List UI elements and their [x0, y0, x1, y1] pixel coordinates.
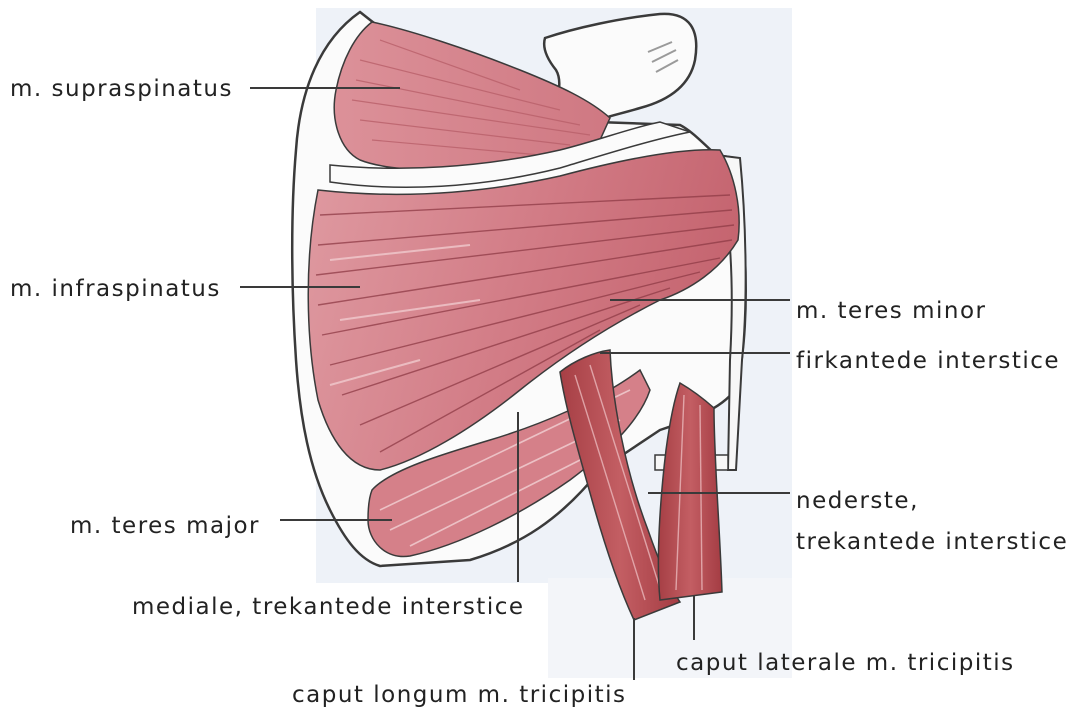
- label-triangular-space: mediale, trekantede interstice: [132, 594, 525, 620]
- label-supraspinatus: m. supraspinatus: [10, 76, 233, 102]
- label-triangular-interval-line1: nederste,: [796, 488, 919, 514]
- label-teres-minor: m. teres minor: [796, 298, 987, 324]
- label-triangular-interval-line2: trekantede interstice: [796, 529, 1068, 555]
- label-quadrangular-space: firkantede interstice: [796, 348, 1060, 374]
- label-teres-major: m. teres major: [70, 513, 260, 539]
- label-lateral-head: caput laterale m. tricipitis: [676, 650, 1015, 676]
- label-long-head: caput longum m. tricipitis: [292, 682, 627, 708]
- label-infraspinatus: m. infraspinatus: [10, 276, 221, 302]
